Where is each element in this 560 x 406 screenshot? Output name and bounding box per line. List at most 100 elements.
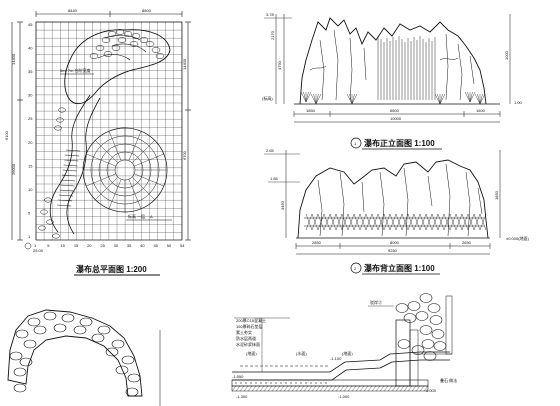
plan-top-dim-1: 8440 [68,8,78,13]
plan-step [57,199,73,202]
plan-grid-marker: A [150,214,153,219]
axis-y-number: 40 [28,46,33,51]
plant-stroke [434,93,441,105]
plan-stone [56,117,64,123]
plan-stone [52,233,60,239]
plant-stroke [351,93,358,105]
plan-leader-note: 5m~7m 台阶宽度 [60,67,91,73]
hatch-line [315,385,321,392]
plan-rock [95,45,105,51]
fence-cross [305,213,313,231]
hatch-line [367,385,373,392]
fence-cross [455,213,463,231]
hatch-line [355,385,361,392]
hatch-line [339,385,345,392]
axis-y-number: 1 [28,234,31,239]
fence-cross [353,213,361,231]
hatch-line [411,385,417,392]
hatch-line [311,385,317,392]
fence-cross [443,213,451,231]
aggregate-dot [255,382,257,384]
hatch-line [283,385,289,392]
fence-cross [347,213,355,231]
arch-stone [9,351,23,361]
plan-stone [38,225,46,231]
back-rock-line [379,171,385,237]
section-note-line: 素土夯实 [236,329,252,335]
back-dim-3: 2650 [462,240,472,245]
section-right-note: 叠石 做法 [440,377,457,383]
plant-stroke [305,91,312,103]
fence-cross [473,213,481,231]
plant-stroke [464,91,471,103]
arch-stone [121,355,135,365]
hatch-line [359,385,365,392]
back-label-1: 2.65 [266,148,275,153]
plant-stroke [315,93,322,105]
front-rock-line [469,55,475,85]
plan-left-total: 6100 [4,130,9,140]
aggregate-dot [285,382,287,384]
plan-rock [151,47,161,53]
back-rock-line [427,175,433,207]
plan-rock [103,51,113,57]
axis-x-number: 1 [34,243,37,248]
plan-rock [89,53,99,59]
fence-cross [449,213,457,231]
hatch-line [295,385,301,392]
aggregate-dot [310,382,312,384]
aggregate-dot [325,382,327,384]
axis-y-number: 35 [28,69,33,74]
plant-stroke [467,91,471,103]
hatch-line [399,385,405,392]
section-rock [395,303,409,313]
pool-spoke [108,131,122,161]
axis-x-number: 54 [180,243,185,248]
hatch-line [335,385,341,392]
front-rock-detail [309,29,475,101]
aggregate-dot [320,382,322,384]
plan-step [65,149,81,152]
axis-y-number: 25 [28,116,33,121]
aggregate-dot [275,382,277,384]
front-rock-line [333,29,339,101]
axis-y-number: 15 [28,163,33,168]
front-label-1: 3.78 [266,12,275,17]
hatch-line [247,385,253,392]
plan-step [65,154,80,157]
plan-rock [117,37,127,43]
hatch-line [263,385,269,392]
site-plan: 8440 8800 14400 26000 6100 14400 6700 [4,8,191,276]
aggregate-dot [265,382,267,384]
fence-cross [461,213,469,231]
hatch-line [343,385,349,392]
arch-stone [91,333,105,343]
plan-rock [111,45,121,51]
hatch-line [383,385,389,392]
arch-stone [127,373,141,383]
hatch-line [403,385,409,392]
front-dim-2: 6800 [390,108,400,113]
pool-spoke [86,173,116,187]
front-title: 瀑布正立面图 1:100 [364,138,435,148]
plant-stroke [346,93,353,105]
plant-stroke [469,91,476,103]
section-level-label-2: (水面) [296,350,307,356]
fence-cross [365,213,373,231]
hatch-line [303,385,309,392]
hatch-line [347,385,353,392]
hatch-line [391,385,397,392]
aggregate-dot [290,382,292,384]
arch-stone [125,387,139,397]
hatch-line [271,385,277,392]
plan-rocks [89,29,165,59]
pool-spoke [128,179,142,209]
back-dim-2: 8000 [390,240,400,245]
hatch-line [379,385,385,392]
pool-spoke [108,179,122,209]
fence-cross [437,213,445,231]
fence-cross [413,213,421,231]
section-note-line: 150厚碎石垫层 [236,323,263,329]
back-rock-line [317,179,323,237]
